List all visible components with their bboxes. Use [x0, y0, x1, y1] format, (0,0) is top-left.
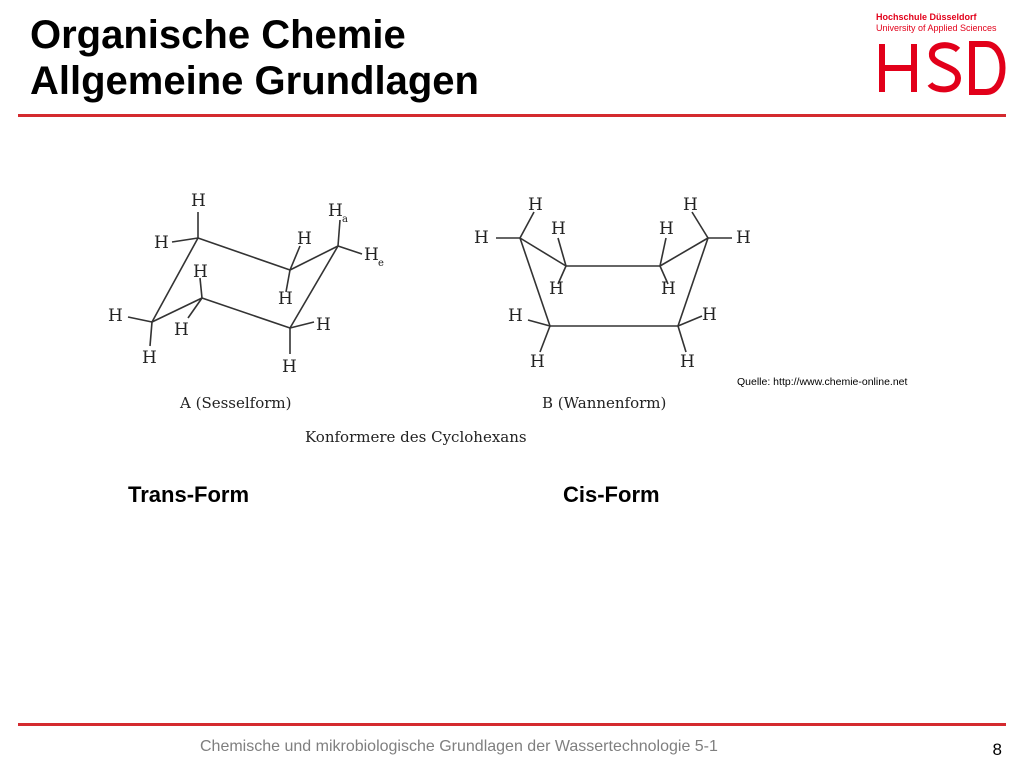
atom-label: H [316, 315, 331, 335]
atom-label: H [530, 352, 545, 372]
atom-label: H [364, 245, 379, 265]
conformers-drawing: H H H H a H e H H H H H H H H H H H H H … [108, 191, 751, 446]
atom-label: H [297, 229, 312, 249]
page-number: 8 [992, 740, 1002, 759]
equatorial-subscript: e [378, 258, 384, 269]
header-divider [18, 114, 1006, 117]
caption-conformers: Konformere des Cyclohexans [305, 428, 527, 446]
boat-hydrogen-labels: H H H H H H H H H H H H [474, 195, 751, 372]
title-line-2: Allgemeine Grundlagen [30, 59, 479, 103]
atom-label: H [193, 262, 208, 282]
atom-label: H [174, 320, 189, 340]
atom-label: H [551, 219, 566, 239]
atom-label: H [154, 233, 169, 253]
atom-label: H [328, 201, 343, 221]
atom-label: H [549, 279, 564, 299]
slide-title: Organische Chemie Allgemeine Grundlagen [30, 12, 730, 104]
university-logo: Hochschule Düsseldorf University of Appl… [876, 12, 1016, 98]
axial-subscript: a [342, 214, 348, 225]
footer-divider [18, 723, 1006, 726]
atom-label: H [508, 306, 523, 326]
chair-hydrogen-labels: H H H H a H e H H H H H H H [108, 191, 384, 377]
atom-label: H [661, 279, 676, 299]
atom-label: H [282, 357, 297, 377]
atom-label: H [528, 195, 543, 215]
atom-label: H [736, 228, 751, 248]
caption-chair: A (Sesselform) [179, 394, 292, 412]
atom-label: H [702, 305, 717, 325]
atom-label: H [191, 191, 206, 211]
hsd-logo-mark [879, 41, 1006, 95]
cis-form-label: Cis-Form [563, 482, 660, 507]
cyclohexane-conformers-figure: H H H H a H e H H H H H H H H H H H H H … [100, 180, 760, 455]
atom-label: H [683, 195, 698, 215]
atom-label: H [659, 219, 674, 239]
atom-label: H [474, 228, 489, 248]
atom-label: H [108, 306, 123, 326]
footer-course-title: Chemische und mikrobiologische Grundlage… [200, 738, 718, 755]
atom-label: H [680, 352, 695, 372]
logo-university-name: Hochschule Düsseldorf [876, 12, 977, 22]
caption-boat: B (Wannenform) [542, 394, 666, 412]
atom-label: H [278, 289, 293, 309]
logo-university-subtitle: University of Applied Sciences [876, 23, 997, 33]
source-citation: Quelle: http://www.chemie-online.net [737, 376, 908, 388]
title-line-1: Organische Chemie [30, 13, 406, 57]
trans-form-label: Trans-Form [128, 482, 250, 507]
atom-label: H [142, 348, 157, 368]
